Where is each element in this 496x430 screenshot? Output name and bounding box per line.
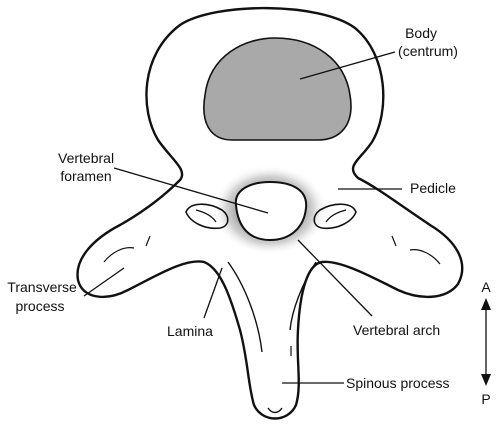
label-body: Body (centrum) [398,25,458,59]
left-articular-facet [185,203,229,230]
right-articular-facet [313,203,357,230]
left-facet-detail [195,209,217,223]
transverse-leader [83,267,125,297]
left-lamina-ridge [227,261,263,353]
label-pedicle: Pedicle [410,180,456,196]
right-lamina-ridge [289,261,317,331]
lamina-leader [203,267,223,319]
left-transverse-mark [145,235,151,247]
orientation-indicator: A P [481,279,491,407]
label-vertebral-foramen: Vertebral foramen [58,150,118,184]
centrum-fill [203,37,352,141]
left-transverse-detail [103,247,135,263]
label-transverse-process: Transverse process [7,279,80,314]
posterior-letter: P [481,391,490,407]
body-leader [299,51,396,80]
anterior-letter: A [481,279,491,295]
label-lamina: Lamina [167,323,213,339]
foramen-leader [113,167,269,214]
vertebral-foramen-outline [234,180,308,242]
spinous-tip-notch [267,407,283,414]
right-transverse-detail [409,249,441,265]
leader-lines [83,51,402,384]
right-transverse-mark [391,235,397,247]
arch-leader [297,239,373,317]
up-arrowhead [481,298,491,310]
label-vertebral-arch: Vertebral arch [353,322,440,338]
right-facet-detail [325,209,347,223]
down-arrowhead [481,374,491,386]
label-spinous-process: Spinous process [346,375,450,391]
